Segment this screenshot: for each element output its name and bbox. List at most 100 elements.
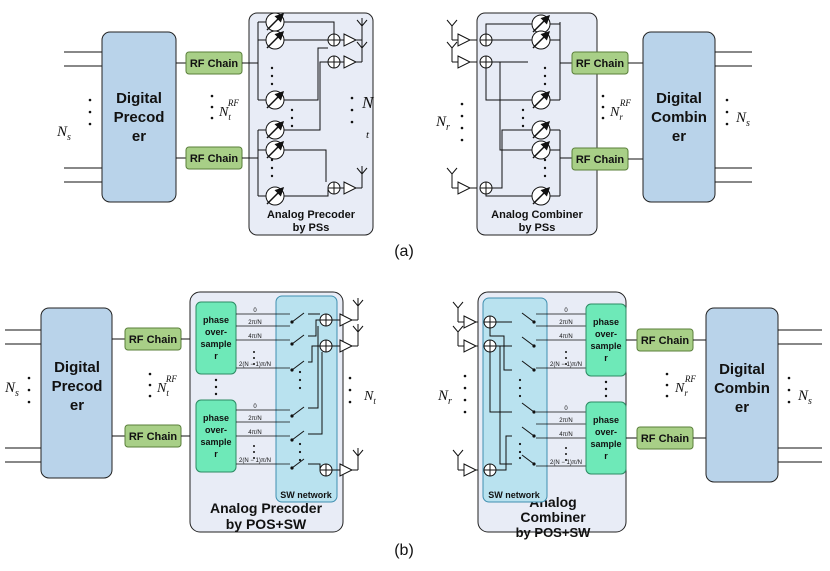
nr-rf-label-a: NrRF <box>609 98 631 122</box>
phase-shifter-icon <box>520 140 560 160</box>
analog-precoder-ps-label-2: by PSs <box>293 222 330 234</box>
phase-oversampler-box-tx-1 <box>195 301 237 375</box>
phase-oversampler-label-rx-1: phase over- sample r <box>590 317 621 363</box>
phase-value-label: 2π/N <box>248 416 261 422</box>
rf-switch-icon <box>290 458 305 470</box>
ns-label-a: Ns <box>56 124 71 143</box>
nt-label-a: N <box>361 93 375 112</box>
antenna-amplifier-icon <box>446 19 478 47</box>
phase-value-label: 0 <box>253 404 257 410</box>
caption-a: (a) <box>394 243 414 260</box>
rf-chain-label: RF Chain <box>190 58 239 70</box>
phase-oversampler-box-rx-1 <box>585 303 627 377</box>
antennas-a-tx <box>340 18 368 195</box>
phase-oversampler-label-tx-1: phase over- sample r <box>200 315 231 361</box>
analog-combiner-pos-label-2: Combiner <box>520 509 586 525</box>
antennas-b-rx <box>452 301 484 477</box>
summers-b-tx <box>319 313 333 477</box>
phase-value-label: 4π/N <box>248 334 261 340</box>
digital-precoder-label-b-3: er <box>70 397 84 414</box>
nt-rf-label-a: NtRF <box>218 98 239 122</box>
phase-shifter-icon <box>258 140 292 160</box>
svg-text:r: r <box>604 451 608 461</box>
digital-combiner-box-a <box>642 31 716 203</box>
rf-switch-icon <box>521 454 536 466</box>
phase-oversampler-label-rx-2: phase over- sample r <box>590 415 621 461</box>
analog-combiner-ps-label-2: by PSs <box>519 222 556 234</box>
rf-switch-icon <box>290 406 305 418</box>
ns-label-b-rx: Ns <box>797 388 812 407</box>
analog-combiner-ps-label-1: Analog Combiner <box>491 209 583 221</box>
phase-shifter-icon <box>258 12 292 32</box>
phase-value-label: 2(N − 1)π/N <box>239 458 271 464</box>
switches-tx <box>290 312 305 470</box>
dots-ns-b <box>27 376 31 404</box>
phase-value-label: 2π/N <box>559 320 572 326</box>
digital-precoder-label-a-1: Digital <box>116 90 162 107</box>
sw-network-label-tx: SW network <box>280 490 332 500</box>
antenna-amplifier-icon <box>452 325 484 353</box>
panel-b-receiver: Analog Combiner by POS+SW SW network 02π… <box>437 291 822 540</box>
amplifier-antenna-icon <box>343 18 368 47</box>
phase-shifter-icon <box>520 30 560 50</box>
dots-ntrf-a <box>210 94 214 120</box>
phase-value-label: 4π/N <box>559 432 572 438</box>
svg-text:sample: sample <box>590 439 621 449</box>
nt-sub-label-a: t <box>366 129 370 141</box>
svg-text:over-: over- <box>595 329 617 339</box>
dots-pos-tx <box>214 378 218 396</box>
svg-text:over-: over- <box>595 427 617 437</box>
phase-value-label: 4π/N <box>248 430 261 436</box>
phase-shifter-icon <box>258 120 292 140</box>
svg-text:phase: phase <box>593 317 619 327</box>
phase-shifter-icon <box>258 90 292 110</box>
rf-chain-label: RF Chain <box>641 335 690 347</box>
phase-value-label: 2π/N <box>559 418 572 424</box>
ns-label-b: Ns <box>4 380 19 399</box>
digital-combiner-label-b-2: Combin <box>714 380 770 397</box>
dots-nt-a <box>350 96 354 124</box>
digital-combiner-label-b-1: Digital <box>719 361 765 378</box>
phase-shifter-icon <box>520 186 560 206</box>
dots-ps-a-tx <box>270 66 294 178</box>
rf-chain-label: RF Chain <box>190 153 239 165</box>
rf-chain-label: RF Chain <box>129 334 178 346</box>
analog-precoder-pos-label-1: Analog Precoder <box>210 500 323 516</box>
phase-shifter-icon <box>258 186 292 206</box>
svg-text:phase: phase <box>203 413 229 423</box>
dots-nt-b <box>348 376 352 404</box>
rf-switch-icon <box>290 360 305 372</box>
phase-shifter-icon <box>520 120 560 140</box>
digital-precoder-label-b-1: Digital <box>54 359 100 376</box>
antenna-amplifier-icon <box>446 167 478 195</box>
digital-precoder-box-a <box>101 31 177 203</box>
antennas-a-rx <box>446 19 478 195</box>
digital-combiner-label-a-3: er <box>672 128 686 145</box>
dots-ps-a-rx <box>521 66 547 178</box>
nr-rf-label-b: NrRF <box>674 374 696 398</box>
digital-combiner-label-a-2: Combin <box>651 109 707 126</box>
rf-switch-icon <box>521 360 536 372</box>
rf-chain-label: RF Chain <box>576 58 625 70</box>
phase-shifters-a-tx <box>258 12 292 206</box>
phase-value-label: 0 <box>564 406 568 412</box>
dots-nrrf-b <box>665 372 669 398</box>
antenna-amplifier-icon <box>446 41 478 69</box>
digital-precoder-box-b <box>40 307 113 479</box>
phase-value-label: 0 <box>253 308 257 314</box>
phase-value-label: 2π/N <box>248 320 261 326</box>
panel-b-transmitter: Ns Digital Precod er RF Chain RF Chain N… <box>4 291 376 533</box>
amplifier-antenna-icon <box>343 40 368 69</box>
sw-network-box-rx <box>482 297 548 503</box>
antennas-b-tx <box>332 298 364 477</box>
rf-switch-icon <box>290 334 305 346</box>
svg-text:phase: phase <box>203 315 229 325</box>
panel-a-receiver: Analog Combiner by PSs Nr RF Chain RF Ch… <box>435 12 752 236</box>
rf-switch-icon <box>290 312 305 324</box>
svg-text:phase: phase <box>593 415 619 425</box>
nt-label-b: Nt <box>363 389 376 406</box>
antenna-amplifier-icon <box>452 449 484 477</box>
